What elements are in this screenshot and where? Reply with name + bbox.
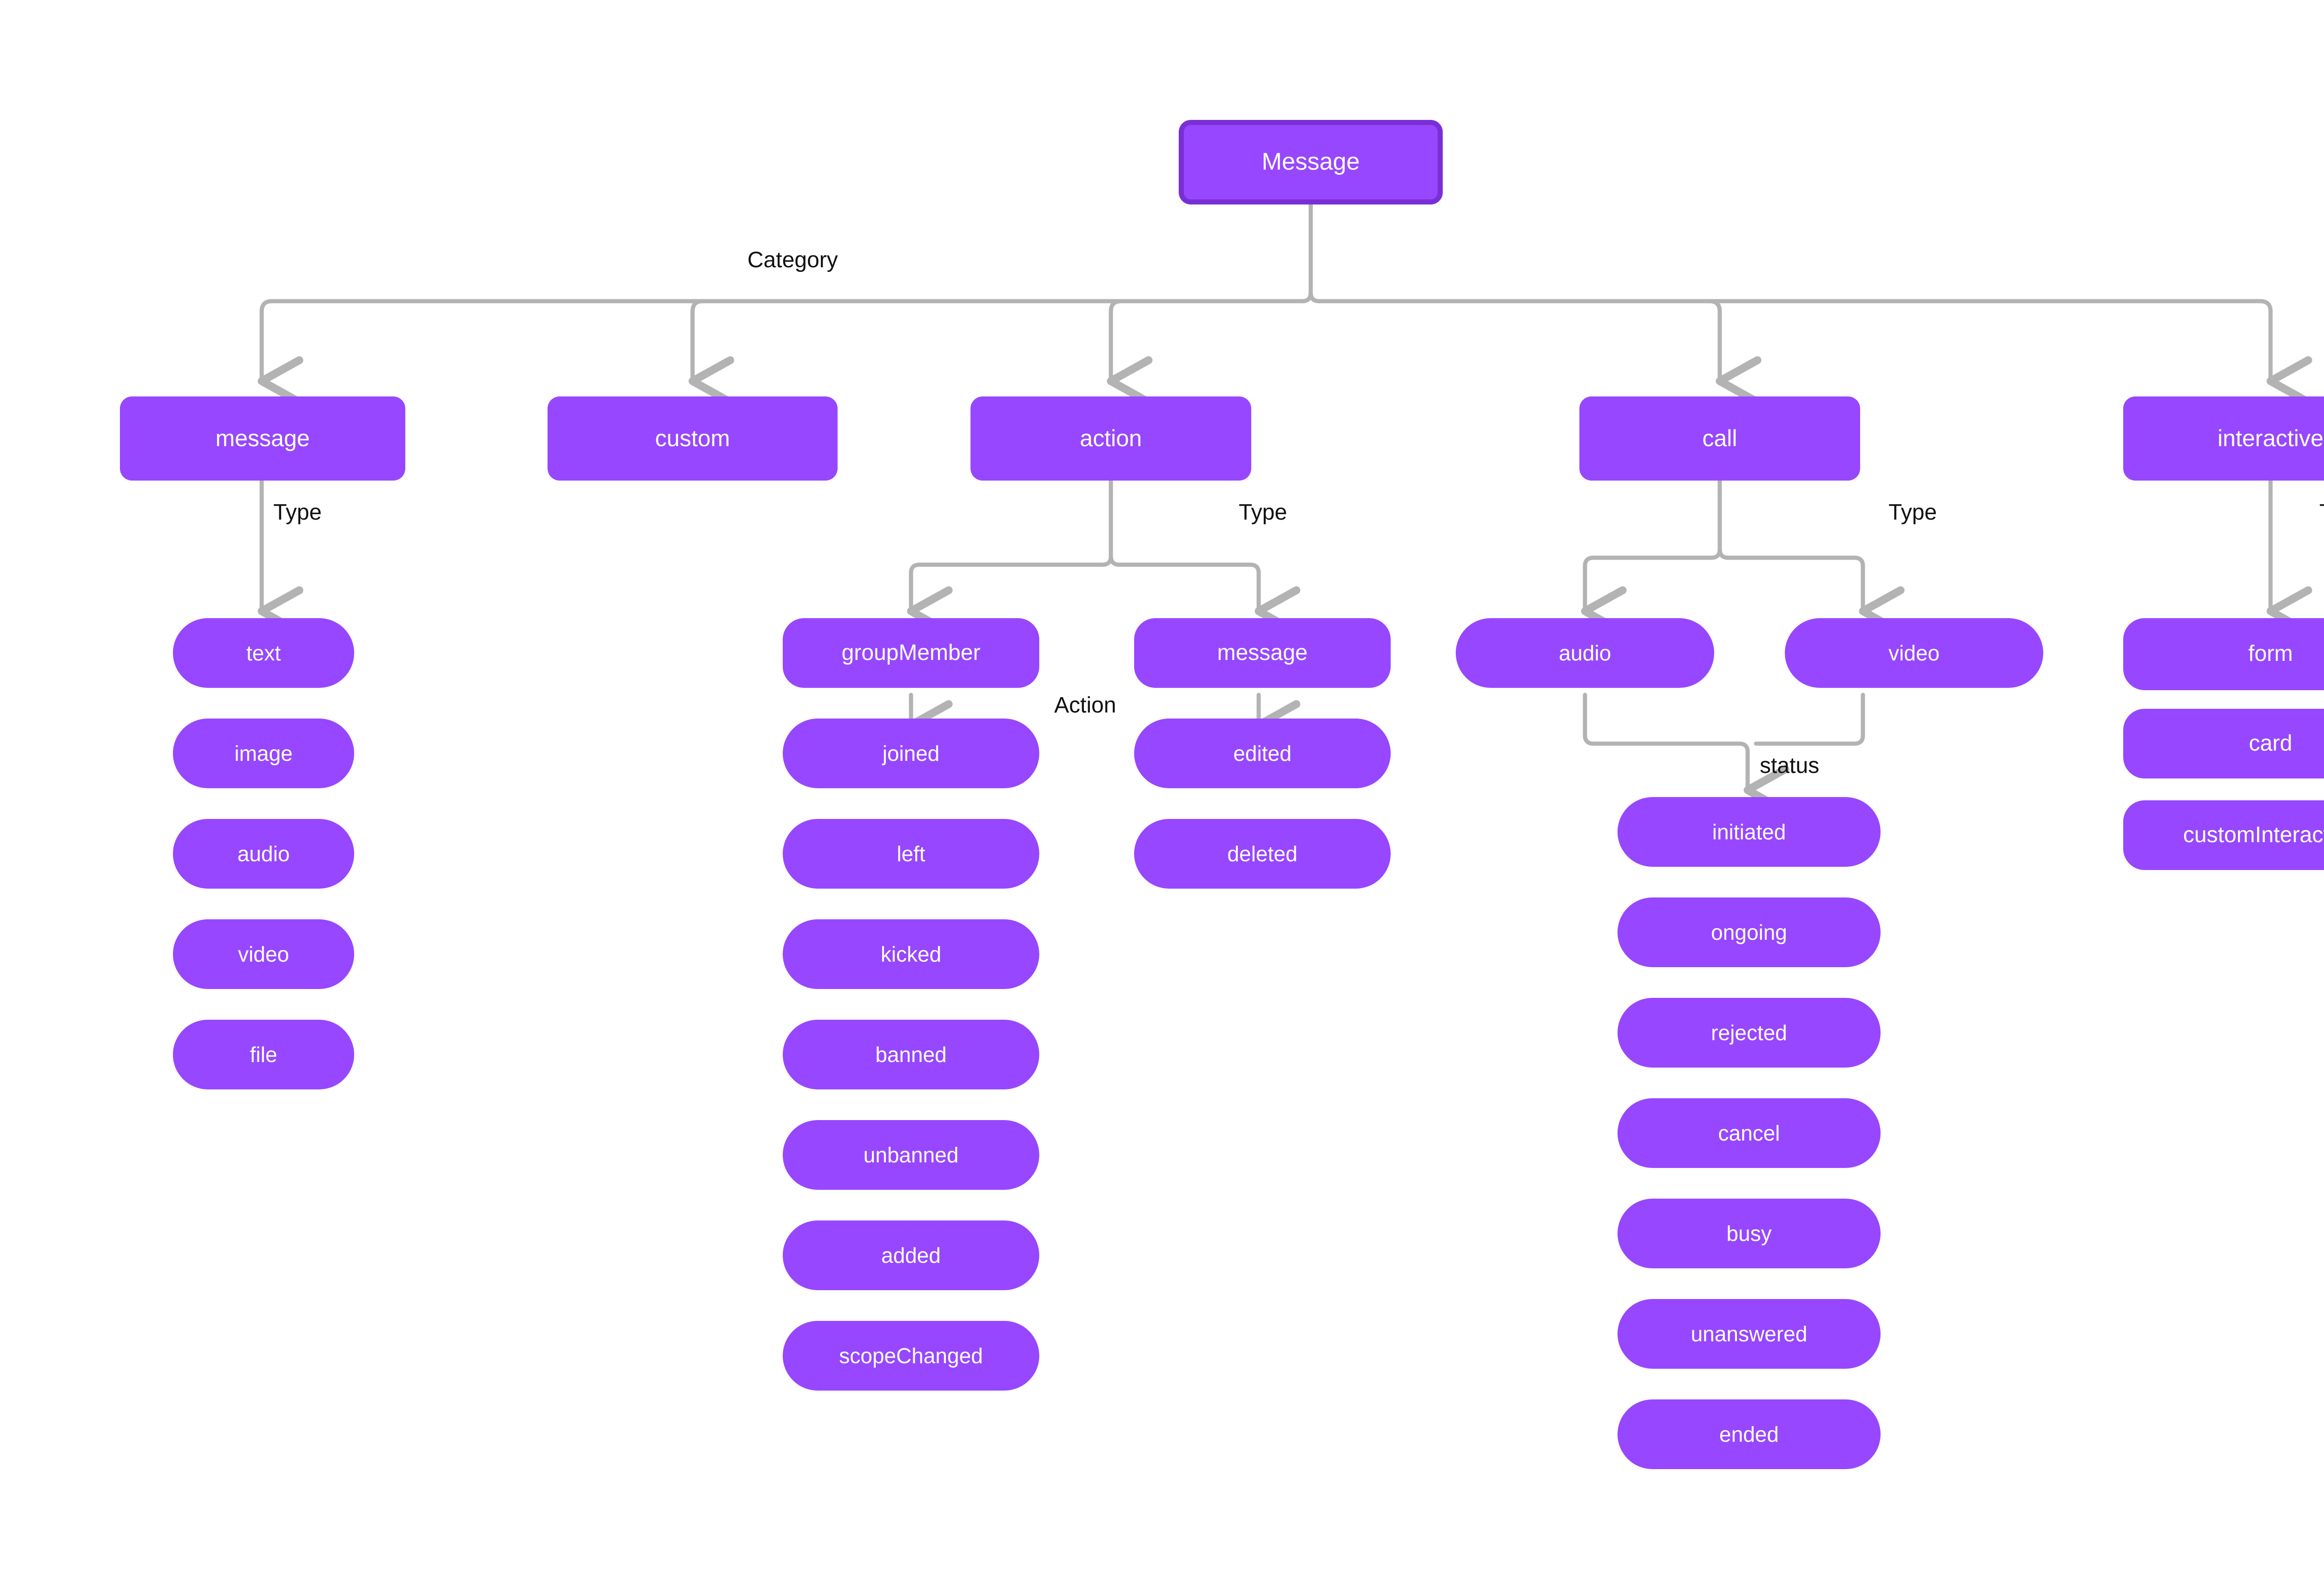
edge-label-type-message: Type <box>273 500 322 525</box>
node-groupmember-action-kicked[interactable]: kicked <box>783 919 1039 989</box>
node-call-status-cancel[interactable]: cancel <box>1618 1098 1881 1168</box>
node-label: unanswered <box>1690 1321 1808 1346</box>
node-action-type-groupmember[interactable]: groupMember <box>783 618 1039 688</box>
node-message-type-text[interactable]: text <box>173 618 354 688</box>
node-label: Message <box>1261 148 1360 176</box>
node-label: interactive <box>2218 425 2324 451</box>
node-groupmember-action-banned[interactable]: banned <box>783 1020 1039 1089</box>
node-label: call <box>1702 425 1737 451</box>
node-groupmember-action-left[interactable]: left <box>783 819 1039 889</box>
node-label: kicked <box>880 942 942 966</box>
node-label: left <box>897 841 925 866</box>
node-call-type-video[interactable]: video <box>1785 618 2043 688</box>
node-category-message[interactable]: message <box>120 396 405 481</box>
node-call-status-unanswered[interactable]: unanswered <box>1618 1299 1881 1369</box>
node-category-action[interactable]: action <box>971 396 1251 481</box>
node-message-type-image[interactable]: image <box>173 719 354 788</box>
node-label: ended <box>1719 1422 1779 1446</box>
node-label: video <box>238 942 289 966</box>
node-message-type-file[interactable]: file <box>173 1020 354 1089</box>
node-label: card <box>2249 731 2292 756</box>
node-call-status-initiated[interactable]: initiated <box>1618 797 1881 867</box>
node-label: deleted <box>1227 841 1298 866</box>
node-label: custom <box>655 425 730 451</box>
node-label: image <box>234 741 293 765</box>
node-label: unbanned <box>863 1142 959 1167</box>
edge-label-type-action: Type <box>1239 500 1287 525</box>
node-label: banned <box>875 1042 947 1067</box>
node-category-call[interactable]: call <box>1579 396 1860 481</box>
node-label: edited <box>1233 741 1292 765</box>
edge-label-status: status <box>1760 753 1820 778</box>
node-label: groupMember <box>841 640 981 665</box>
node-groupmember-action-scopechanged[interactable]: scopeChanged <box>783 1321 1039 1391</box>
node-message-action-edited[interactable]: edited <box>1134 719 1391 788</box>
node-category-custom[interactable]: custom <box>548 396 838 481</box>
node-label: action <box>1080 425 1142 451</box>
node-label: busy <box>1726 1221 1772 1246</box>
node-label: message <box>1217 640 1308 665</box>
node-label: form <box>2248 641 2293 666</box>
node-interactive-type-card[interactable]: card <box>2123 709 2324 778</box>
edge-label-type-call: Type <box>1888 500 1937 525</box>
node-interactive-type-custominteractive[interactable]: customInteractive <box>2123 800 2324 870</box>
node-call-type-audio[interactable]: audio <box>1456 618 1714 688</box>
node-label: added <box>881 1243 941 1267</box>
node-message-type-video[interactable]: video <box>173 919 354 989</box>
node-message-root[interactable]: Message <box>1179 120 1443 204</box>
edge-label-action: Action <box>1054 693 1116 718</box>
node-label: scopeChanged <box>839 1343 983 1368</box>
node-call-status-rejected[interactable]: rejected <box>1618 998 1881 1068</box>
node-label: ongoing <box>1711 920 1787 944</box>
node-groupmember-action-unbanned[interactable]: unbanned <box>783 1120 1039 1190</box>
node-label: joined <box>882 741 940 765</box>
node-category-interactive[interactable]: interactive <box>2123 396 2324 481</box>
node-message-type-audio[interactable]: audio <box>173 819 354 889</box>
node-label: text <box>246 640 281 665</box>
node-message-action-deleted[interactable]: deleted <box>1134 819 1391 889</box>
node-label: video <box>1888 640 1940 665</box>
node-label: audio <box>1558 640 1611 665</box>
node-interactive-type-form[interactable]: form <box>2123 618 2324 690</box>
edge-label-type-interactive: Type <box>2319 500 2324 525</box>
node-call-status-ended[interactable]: ended <box>1618 1399 1881 1469</box>
node-label: customInteractive <box>2183 822 2324 847</box>
node-call-status-ongoing[interactable]: ongoing <box>1618 897 1881 967</box>
node-label: audio <box>237 841 290 866</box>
node-label: cancel <box>1718 1121 1780 1145</box>
node-call-status-busy[interactable]: busy <box>1618 1199 1881 1268</box>
node-label: file <box>250 1042 277 1067</box>
node-label: message <box>215 425 310 451</box>
node-groupmember-action-joined[interactable]: joined <box>783 719 1039 788</box>
node-label: rejected <box>1711 1020 1787 1045</box>
edge-label-category: Category <box>747 248 838 272</box>
node-label: initiated <box>1712 819 1786 844</box>
node-action-type-message[interactable]: message <box>1134 618 1391 688</box>
node-groupmember-action-added[interactable]: added <box>783 1220 1039 1290</box>
